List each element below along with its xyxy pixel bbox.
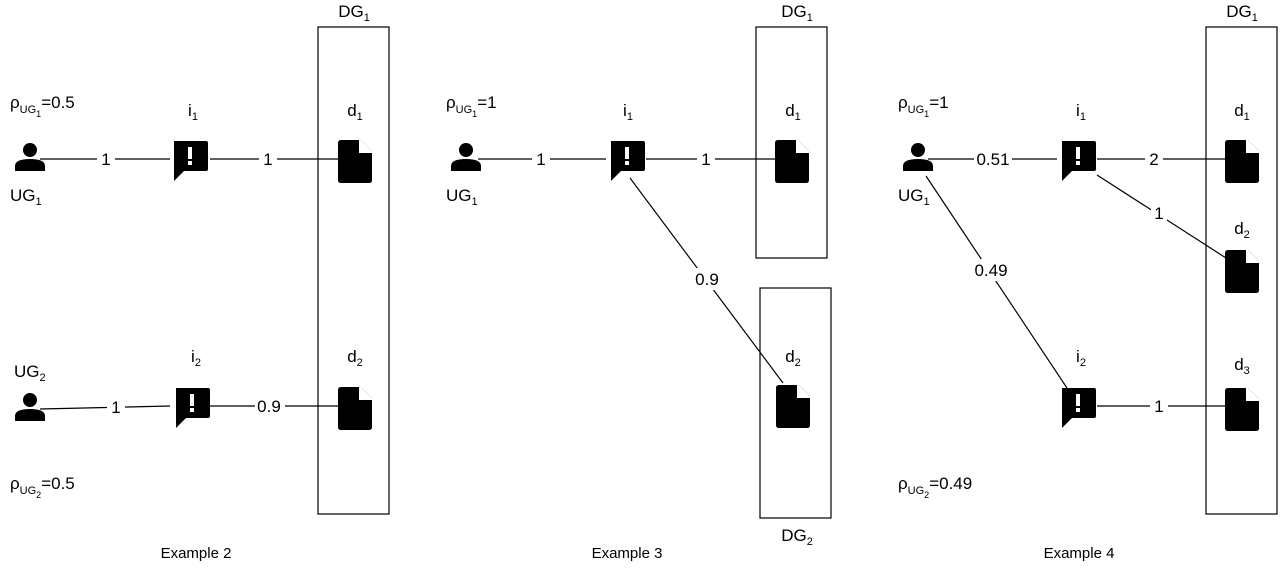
rho-label: ρUG1=0.5 [10, 93, 75, 119]
edge-weight: 1 [101, 150, 110, 169]
document-group-label: DG1 [781, 2, 813, 24]
edge-weight: 0.51 [976, 150, 1009, 169]
issue-label: i2 [1076, 347, 1086, 369]
alert-message-icon [176, 388, 210, 428]
edge-weight: 0.9 [695, 270, 719, 289]
person-icon [451, 143, 481, 171]
example-caption: Example 2 [161, 545, 232, 562]
issue-label: i1 [1076, 101, 1086, 123]
document-icon [1225, 248, 1261, 293]
user-group-label: UG1 [446, 186, 478, 208]
edge [39, 405, 171, 410]
edge-weight: 1 [701, 150, 710, 169]
issue-label: i1 [623, 101, 633, 123]
document-label: d3 [1234, 355, 1250, 377]
person-icon [15, 143, 45, 171]
rho-label: ρUG1=1 [898, 93, 949, 119]
document-icon [1225, 138, 1261, 183]
rho-label: ρUG1=1 [446, 93, 497, 119]
document-label: d2 [785, 347, 801, 369]
person-icon [15, 393, 45, 421]
document-icon [775, 138, 811, 183]
document-group-label: DG1 [338, 2, 370, 24]
example-2-panel: DG1 1 1 1 0.9 ρUG1=0.5 ρUG2=0.5 UG1 UG2 … [10, 2, 390, 562]
document-label: d2 [1234, 219, 1250, 241]
alert-message-icon [174, 141, 208, 181]
example-3-panel: DG1 DG2 1 1 0.9 ρUG1=1 UG1 i1 d1 d2 Exam… [446, 2, 832, 562]
document-icon [338, 385, 374, 430]
edge-weight: 1 [536, 150, 545, 169]
edge-weight: 1 [1154, 397, 1163, 416]
document-group-label: DG1 [1226, 2, 1258, 24]
issue-label: i2 [191, 347, 201, 369]
edge-weight: 1 [1154, 204, 1163, 223]
edge [925, 175, 1068, 389]
example-4-panel: DG1 0.51 2 1 0.49 1 ρUG1=1 ρUG2=0.49 UG1… [898, 2, 1278, 562]
document-group-box [759, 287, 832, 519]
document-group-label: DG2 [781, 526, 813, 548]
rho-label: ρUG2=0.5 [10, 474, 75, 500]
edge-weight: 0.9 [257, 397, 281, 416]
edge-weight: 2 [1149, 150, 1158, 169]
issue-label: i1 [188, 101, 198, 123]
user-group-label: UG1 [10, 186, 42, 208]
document-group-box [317, 26, 390, 515]
user-group-label: UG2 [14, 362, 46, 384]
alert-message-icon [1062, 388, 1096, 428]
user-group-label: UG1 [898, 186, 930, 208]
document-label: d1 [347, 101, 363, 123]
document-icon [776, 383, 812, 428]
rho-label: ρUG2=0.49 [898, 474, 972, 500]
edge-weight: 0.49 [974, 261, 1007, 280]
document-group-box [1205, 26, 1278, 515]
document-icon [338, 138, 374, 183]
edge-weight: 1 [111, 398, 120, 417]
example-caption: Example 4 [1044, 545, 1115, 562]
document-icon [1225, 386, 1261, 431]
example-caption: Example 3 [592, 545, 663, 562]
document-label: d1 [785, 101, 801, 123]
alert-message-icon [1062, 141, 1096, 181]
alert-message-icon [611, 141, 645, 181]
edge-weight: 1 [263, 150, 272, 169]
document-label: d1 [1234, 101, 1250, 123]
document-group-box [755, 26, 828, 259]
person-icon [903, 143, 933, 171]
document-label: d2 [347, 347, 363, 369]
